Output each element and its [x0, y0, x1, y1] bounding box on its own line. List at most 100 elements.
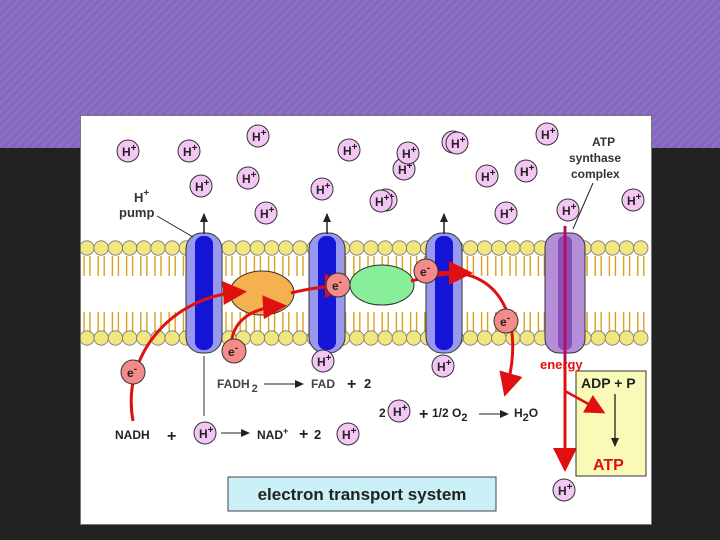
- energy-label: energy: [540, 357, 583, 372]
- lipid-head: [250, 331, 264, 345]
- half-o2-label: 1/2 O2: [432, 406, 467, 424]
- electron: e-: [414, 259, 438, 283]
- nad-label: NAD+: [257, 426, 288, 442]
- h-ion: H+: [388, 400, 410, 422]
- h-ion: H+: [536, 123, 558, 145]
- h-ion: H+: [495, 202, 517, 224]
- lipid-head: [122, 331, 136, 345]
- lipid-head: [463, 241, 477, 255]
- h-ion: H+: [557, 199, 579, 221]
- h-ion: H+: [622, 189, 644, 211]
- h-pump-label: pump: [119, 205, 154, 220]
- lipid-head: [279, 241, 293, 255]
- atp-synthase: [545, 226, 585, 361]
- lipid-head: [506, 241, 520, 255]
- pump-pointer: [157, 216, 193, 237]
- fadh-label: FADH2: [217, 377, 258, 395]
- nadh-label: NADH: [115, 428, 150, 442]
- lipid-head: [81, 241, 94, 255]
- lipid-head: [364, 241, 378, 255]
- lipid-head: [94, 331, 108, 345]
- h-ion: H+: [370, 190, 392, 212]
- h-ion: H+: [237, 167, 259, 189]
- lipid-head: [108, 331, 122, 345]
- lipid-head: [619, 241, 633, 255]
- adp-p-label: ADP + P: [581, 375, 636, 391]
- fad-label: FAD: [311, 377, 335, 391]
- lipid-head: [264, 241, 278, 255]
- lipid-head: [605, 331, 619, 345]
- h-ion: H+: [311, 178, 333, 200]
- lipid-head: [520, 331, 534, 345]
- h-ion: H+: [515, 160, 537, 182]
- h-ion: H+: [338, 139, 360, 161]
- lipid-head: [392, 241, 406, 255]
- lipid-head: [264, 331, 278, 345]
- lipid-head: [151, 241, 165, 255]
- atp-synthase-label-3: complex: [571, 167, 620, 181]
- lipid-head: [81, 331, 94, 345]
- protein-complex-4: [426, 233, 462, 353]
- oxygen-two-label: 2: [379, 406, 386, 420]
- lipid-head: [279, 331, 293, 345]
- lipid-head: [492, 241, 506, 255]
- lipid-head: [293, 241, 307, 255]
- lipid-head: [591, 331, 605, 345]
- h-ion: H+: [247, 125, 269, 147]
- h-ion: H+: [553, 479, 575, 501]
- lipid-head: [350, 331, 364, 345]
- lipid-head: [392, 331, 406, 345]
- nad-plus-label: +: [299, 426, 308, 443]
- lipid-head: [477, 241, 491, 255]
- atp-synthase-label-2: synthase: [569, 151, 621, 165]
- nad-two-label: 2: [314, 427, 321, 442]
- lipid-head: [250, 241, 264, 255]
- lipid-head: [634, 241, 648, 255]
- electron: e-: [326, 273, 350, 297]
- h-ion: H+: [446, 132, 468, 154]
- lipid-head: [350, 241, 364, 255]
- nadh-plus-label: +: [167, 428, 176, 445]
- h-ion: H+: [117, 140, 139, 162]
- h-ion: H+: [194, 422, 216, 444]
- lipid-head: [520, 241, 534, 255]
- lipid-head: [165, 331, 179, 345]
- h-ion: H+: [476, 165, 498, 187]
- lipid-head: [477, 331, 491, 345]
- diagram-title: electron transport system: [258, 485, 467, 504]
- h-ion: H+: [178, 140, 200, 162]
- lipid-head: [619, 331, 633, 345]
- protein-complex-1: [186, 233, 222, 353]
- electron: e-: [222, 339, 246, 363]
- h-ion: H+: [397, 142, 419, 164]
- h-ion: H+: [190, 175, 212, 197]
- lipid-head: [165, 241, 179, 255]
- oxygen-plus-label: +: [419, 406, 428, 423]
- lipid-head: [378, 241, 392, 255]
- lipid-head: [236, 241, 250, 255]
- diagram-frame: H+H+H+H+H+H+H+H+H+H+H+H+H+H+H+H+H+H+H+H+…: [80, 115, 652, 525]
- lipid-head: [406, 241, 420, 255]
- h-ion: H+: [337, 423, 359, 445]
- h-pump-label-h: H+: [134, 188, 149, 205]
- lipid-head: [293, 331, 307, 345]
- atp-label: ATP: [593, 457, 624, 474]
- lipid-head: [94, 241, 108, 255]
- carrier-cytochrome-c: [350, 265, 414, 305]
- lipid-head: [364, 331, 378, 345]
- lipid-head: [605, 241, 619, 255]
- h-ion: H+: [255, 202, 277, 224]
- electron-transport-diagram: H+H+H+H+H+H+H+H+H+H+H+H+H+H+H+H+H+H+H+H+…: [81, 116, 651, 524]
- h-ion: H+: [432, 355, 454, 377]
- lipid-head: [222, 241, 236, 255]
- lipid-head: [463, 331, 477, 345]
- lipid-head: [634, 331, 648, 345]
- fad-plus-label: +: [347, 376, 356, 393]
- h-ion: H+: [312, 350, 334, 372]
- lipid-head: [122, 241, 136, 255]
- lipid-head: [108, 241, 122, 255]
- fad-two-label: 2: [364, 376, 371, 391]
- electron: e-: [494, 309, 518, 333]
- water-label: H2O: [514, 406, 538, 424]
- lipid-head: [137, 241, 151, 255]
